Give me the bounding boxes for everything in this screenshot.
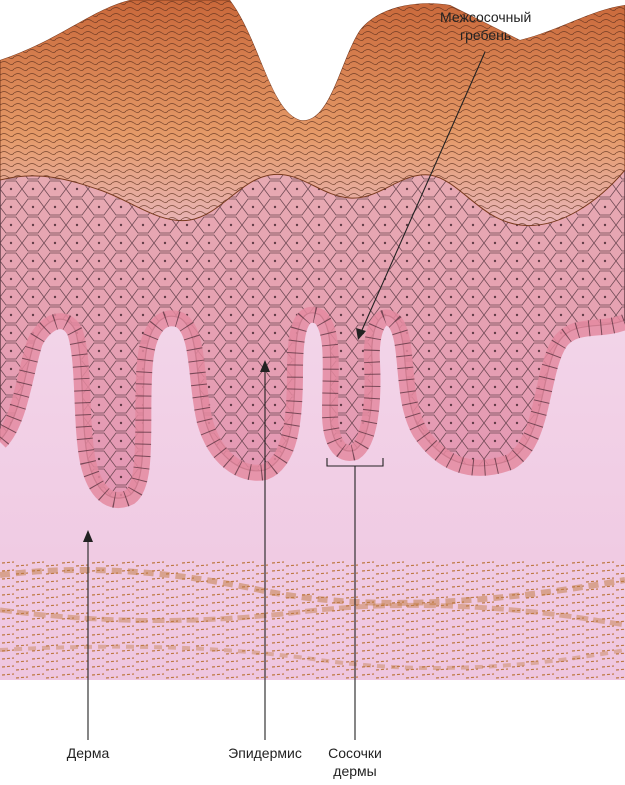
- dermal-papillae-label: Сосочки дермы: [315, 744, 395, 780]
- interpapillary-ridge-label: Межсосочный гребень: [440, 8, 570, 44]
- dermal-papillae-label-line2: дермы: [315, 762, 395, 780]
- interpapillary-ridge-label-line2: гребень: [440, 26, 570, 44]
- dermis-label: Дерма: [48, 744, 128, 762]
- interpapillary-ridge-label-line1: Межсосочный: [440, 8, 570, 26]
- dermal-papillae-label-line1: Сосочки: [315, 744, 395, 762]
- epidermis-label: Эпидермис: [215, 744, 315, 762]
